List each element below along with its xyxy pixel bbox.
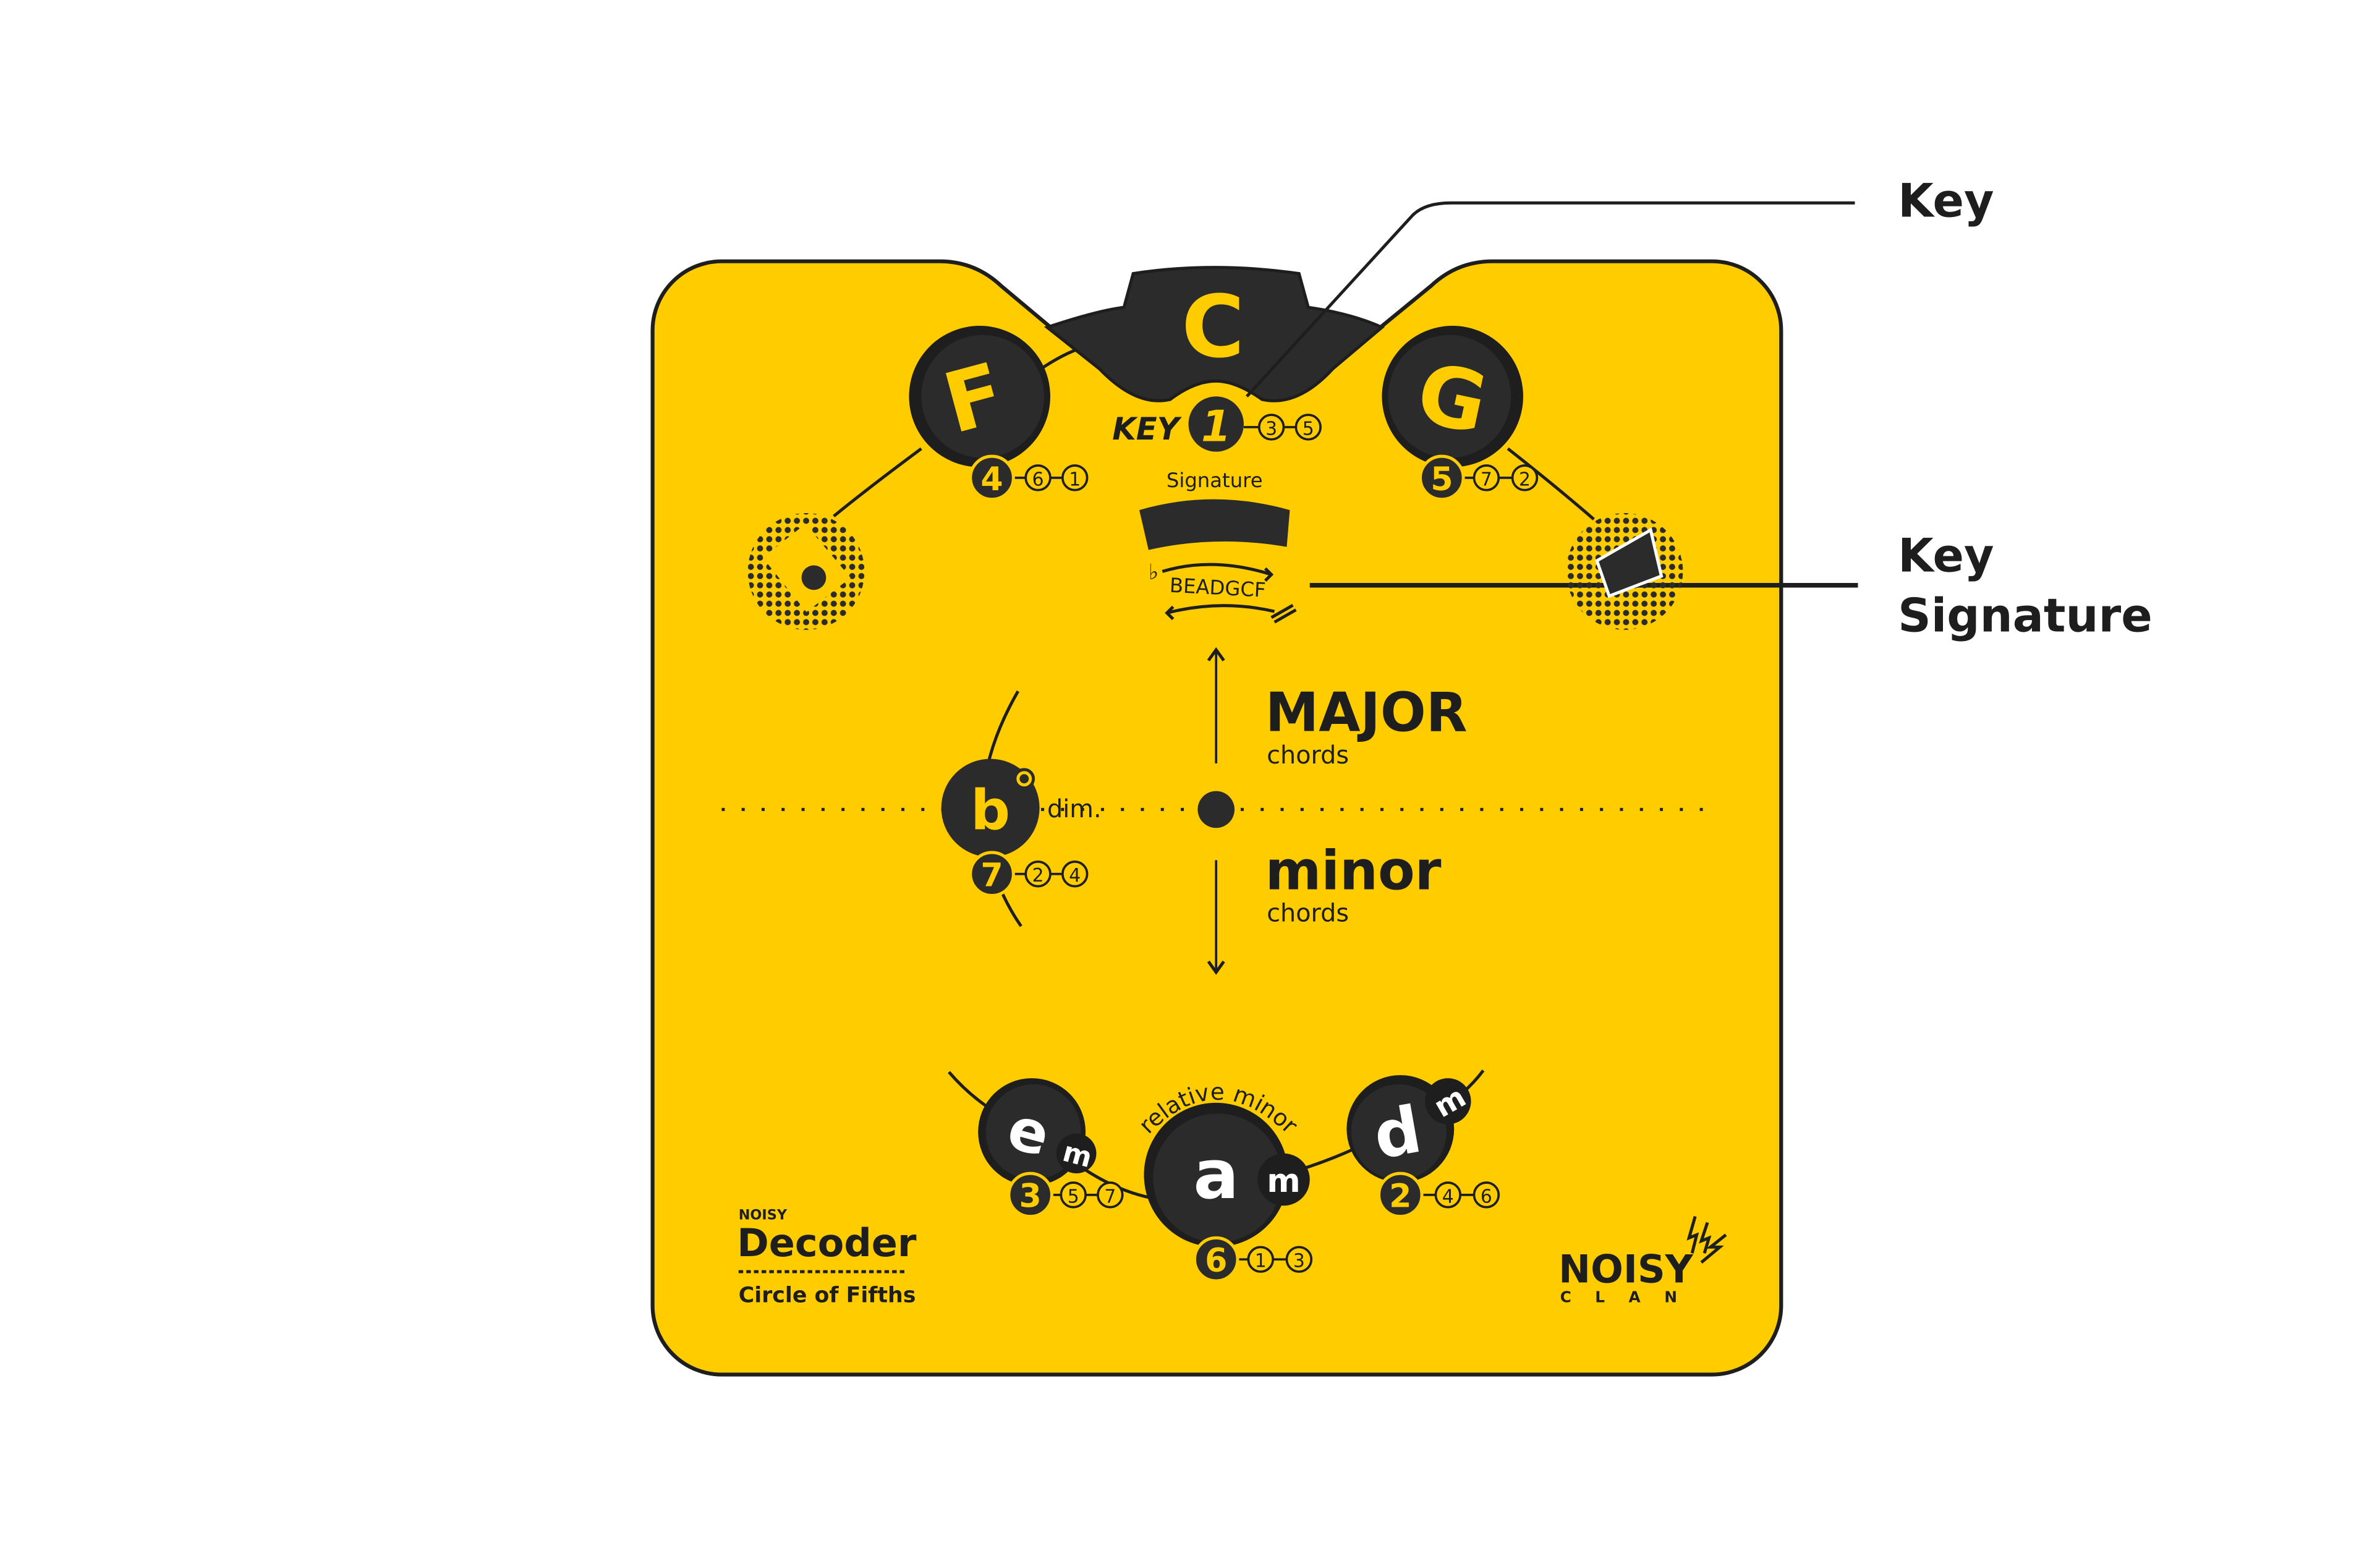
svg-text:dim.: dim. (1047, 795, 1102, 823)
lightning-icon (1686, 1215, 1727, 1264)
svg-text:5: 5 (1430, 461, 1453, 498)
key-note: C (1181, 277, 1244, 377)
minor-chord-d[interactable]: d m 2 4 6 (1346, 1075, 1500, 1218)
key-degree: 1 (1201, 401, 1231, 451)
signature-label: Signature (1167, 469, 1263, 492)
svg-text:3: 3 (1019, 1178, 1042, 1215)
center-pivot[interactable] (1197, 791, 1235, 828)
signature-callout-label-1: Key (1898, 529, 1994, 582)
svg-text:7: 7 (1481, 469, 1492, 490)
signature-order: BEADGCF (1169, 574, 1266, 602)
svg-text:6: 6 (1032, 469, 1044, 490)
svg-text:2: 2 (1032, 865, 1044, 886)
svg-text:6: 6 (1481, 1186, 1492, 1207)
key-tab[interactable] (1043, 266, 1385, 402)
sharp-order-arrow (1162, 563, 1274, 582)
key-label: KEY (1112, 411, 1182, 447)
svg-text:1: 1 (1255, 1251, 1267, 1272)
key-callout-line (1246, 201, 1855, 398)
svg-text:b: b (971, 779, 1010, 843)
signature-window (1139, 499, 1290, 550)
minor-arrow (1207, 860, 1225, 975)
major-chord-f[interactable]: F 4 6 1 (909, 326, 1089, 501)
svg-text:m: m (1267, 1163, 1300, 1200)
key-degree-badge (1188, 396, 1244, 452)
flat-order-arrow (1165, 603, 1297, 624)
svg-text:2: 2 (1519, 469, 1531, 490)
signature-callout-label-2: Signature (1898, 589, 2153, 642)
key-chord-tones: 3 5 (1243, 414, 1322, 441)
svg-text:7: 7 (1104, 1186, 1116, 1207)
svg-text:3: 3 (1293, 1251, 1305, 1272)
halftone-chord-right (1566, 513, 1683, 630)
noisy-clan-logo-line2: C L A N (1560, 1288, 1686, 1306)
minor-chord-a[interactable]: a m 6 1 3 (1144, 1102, 1313, 1283)
major-title: MAJOR (1265, 681, 1468, 744)
minor-chord-e[interactable]: e m 3 5 7 (978, 1078, 1124, 1218)
product-brand-small: NOISY (739, 1207, 788, 1223)
product-name: Decoder (737, 1220, 917, 1265)
svg-text:5: 5 (1303, 418, 1314, 440)
product-subtitle: Circle of Fifths (739, 1283, 916, 1308)
svg-text:4: 4 (1069, 865, 1081, 886)
svg-text:5: 5 (1068, 1186, 1079, 1207)
major-subtitle: chords (1267, 741, 1349, 770)
major-chord-g[interactable]: G 5 7 2 (1382, 326, 1539, 501)
svg-text:4: 4 (1442, 1186, 1454, 1207)
svg-text:1: 1 (1069, 469, 1081, 490)
minor-subtitle: chords (1267, 899, 1349, 928)
minor-title: minor (1265, 840, 1442, 903)
halftone-chord-left (747, 513, 865, 630)
key-callout-label: Key (1898, 174, 1994, 228)
svg-text:3: 3 (1265, 418, 1277, 440)
svg-text:2: 2 (1389, 1178, 1411, 1215)
svg-text:7: 7 (980, 857, 1003, 895)
diminished-chord-b[interactable]: b dim. 7 2 4 (941, 759, 1102, 897)
svg-text:4: 4 (980, 461, 1003, 498)
major-arrow (1207, 647, 1225, 763)
noisy-clan-logo-line1: NOISY (1558, 1246, 1694, 1291)
flat-symbol: ♭ (1149, 560, 1158, 585)
svg-text:6: 6 (1205, 1243, 1227, 1280)
svg-text:a: a (1193, 1136, 1239, 1214)
